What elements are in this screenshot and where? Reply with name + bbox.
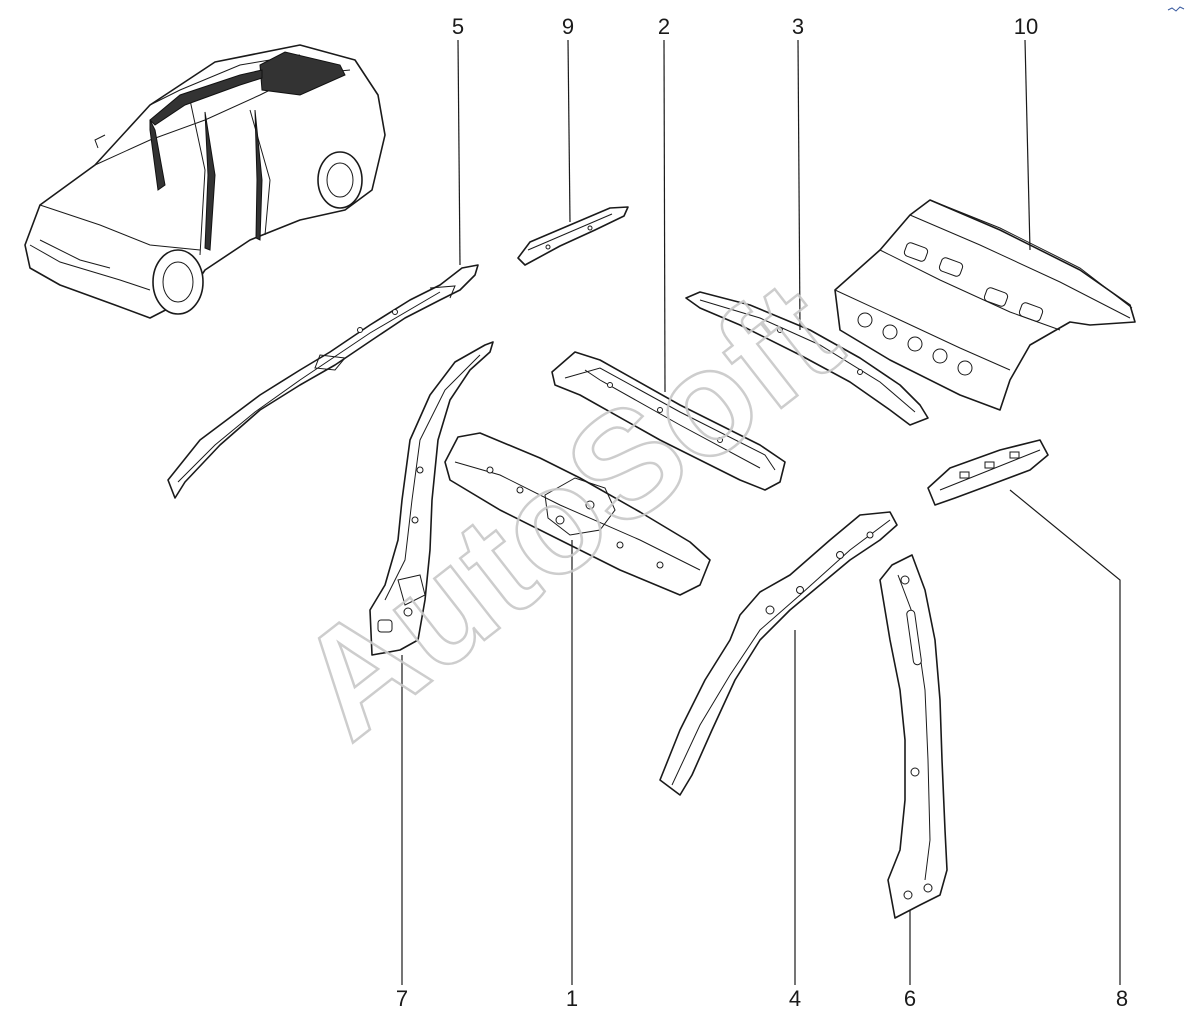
callout-2: 2 [658, 14, 670, 39]
callout-1: 1 [566, 986, 578, 1011]
callout-10: 10 [1014, 14, 1038, 39]
leader-10 [1024, 39, 1031, 251]
part-10-rear-panel [834, 199, 1136, 411]
leader-8 [1009, 489, 1121, 985]
part-6-c-pillar [879, 554, 948, 919]
callout-6: 6 [904, 986, 916, 1011]
callout-8: 8 [1116, 986, 1128, 1011]
callout-4: 4 [789, 986, 801, 1011]
callout-5: 5 [452, 14, 464, 39]
car-overview [24, 44, 386, 319]
part-5-roof-side-rail [167, 264, 479, 499]
corner-mark-icon [1167, 6, 1185, 12]
part-8-rear-bracket [927, 439, 1049, 506]
leader-lines [401, 39, 1121, 985]
leader-9 [567, 39, 571, 223]
leader-2 [663, 39, 666, 393]
callout-labels: 5 9 2 3 10 7 1 4 6 8 [396, 14, 1128, 1011]
watermark-text: AutoSoft [266, 248, 868, 770]
part-7-a-pillar [369, 341, 494, 656]
callout-9: 9 [562, 14, 574, 39]
part-9-bracket [517, 206, 629, 266]
callout-3: 3 [792, 14, 804, 39]
callout-7: 7 [396, 986, 408, 1011]
part-1-windshield-header [444, 432, 711, 596]
part-3-rear-roof-rail [685, 291, 929, 426]
leader-5 [457, 39, 461, 266]
part-4-b-pillar-arch [659, 511, 898, 796]
part-2-roof-crossbar [551, 351, 786, 491]
leader-3 [797, 39, 801, 331]
